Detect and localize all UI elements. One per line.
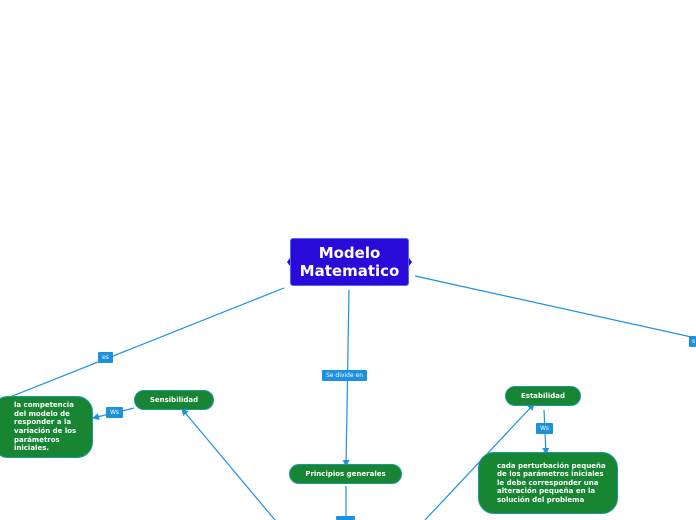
central-topic-node[interactable]: Modelo Matematico [290,238,409,286]
link-label-ws-estabilidad[interactable]: Ws [536,423,554,434]
node-estabilidad-description[interactable]: cada perturbación pequeña de los parámet… [478,452,618,514]
link-label-right-edge[interactable]: s [689,336,696,347]
node-sensibilidad-description[interactable]: la competencia del modelo de responder a… [0,396,93,458]
node-principios-generales[interactable]: Principios generales [289,464,402,484]
central-right-handle[interactable] [409,258,412,266]
central-left-handle[interactable] [287,258,290,266]
link-label-se-divide-en[interactable]: Se divide en [322,370,368,381]
link-to-sensibilidad [181,408,276,520]
bottom-connector-stub [336,516,355,520]
link-central-es [0,287,285,402]
node-sensibilidad[interactable]: Sensibilidad [134,390,214,410]
link-label-ws-sensibilidad[interactable]: Ws [106,407,124,418]
link-label-es[interactable]: es [98,352,113,363]
link-central-right [414,275,696,339]
node-estabilidad[interactable]: Estabilidad [505,386,581,406]
